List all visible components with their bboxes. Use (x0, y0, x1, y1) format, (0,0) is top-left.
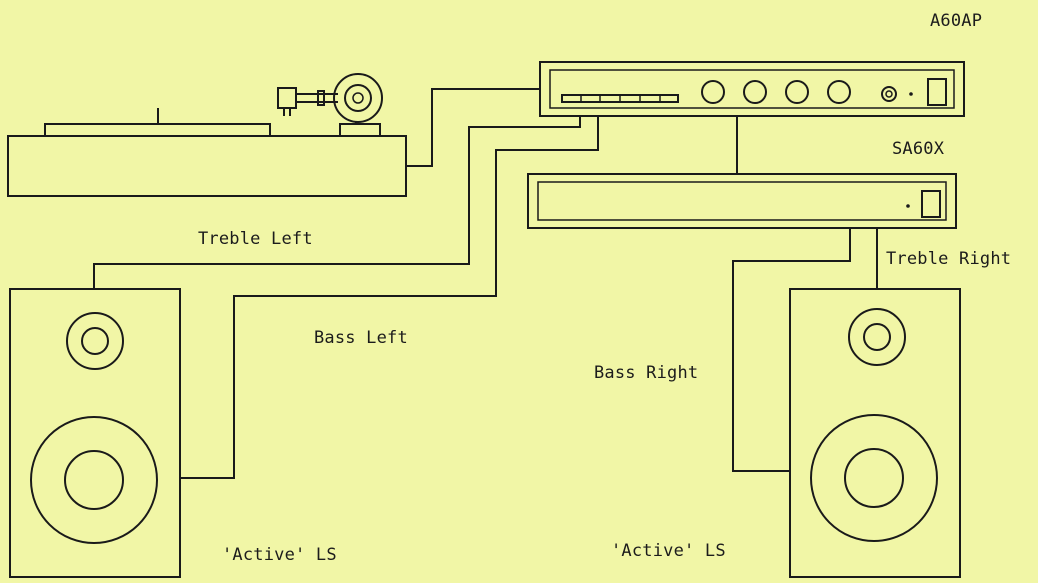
right-tweeter (848, 308, 906, 366)
knob-3 (785, 80, 809, 104)
power-amp-label: SA60X (892, 139, 945, 159)
left-tweeter (66, 312, 124, 370)
knob-1 (701, 80, 725, 104)
amplifier-label: A60AP (930, 11, 983, 31)
power-led (909, 92, 913, 96)
turntable-plinth (7, 135, 407, 197)
power-switch (927, 78, 947, 106)
cable-bass-left (180, 116, 599, 479)
bass-right-label: Bass Right (594, 363, 699, 383)
cables (93, 88, 878, 479)
speaker-left-label: 'Active' LS (222, 545, 337, 565)
turntable-platter (44, 123, 271, 137)
amplifier-a60ap (539, 61, 965, 117)
cable-treble-left (93, 116, 581, 289)
tonearm (277, 73, 383, 137)
turntable (7, 73, 407, 197)
left-woofer (30, 416, 158, 544)
right-woofer (810, 414, 938, 542)
power-amp-led (906, 204, 910, 208)
knob-2 (743, 80, 767, 104)
power-amp-switch (921, 190, 941, 218)
speaker-left (9, 288, 181, 578)
headphone-socket (881, 86, 897, 102)
bass-left-label: Bass Left (314, 328, 408, 348)
treble-right-label: Treble Right (886, 249, 1012, 269)
power-amp-sa60x (527, 173, 957, 229)
knob-4 (827, 80, 851, 104)
speaker-right-label: 'Active' LS (611, 541, 726, 561)
speaker-right (789, 288, 961, 578)
treble-left-label: Treble Left (198, 229, 313, 249)
cable-turntable-to-amp (406, 88, 540, 167)
cable-bass-right (732, 228, 851, 472)
